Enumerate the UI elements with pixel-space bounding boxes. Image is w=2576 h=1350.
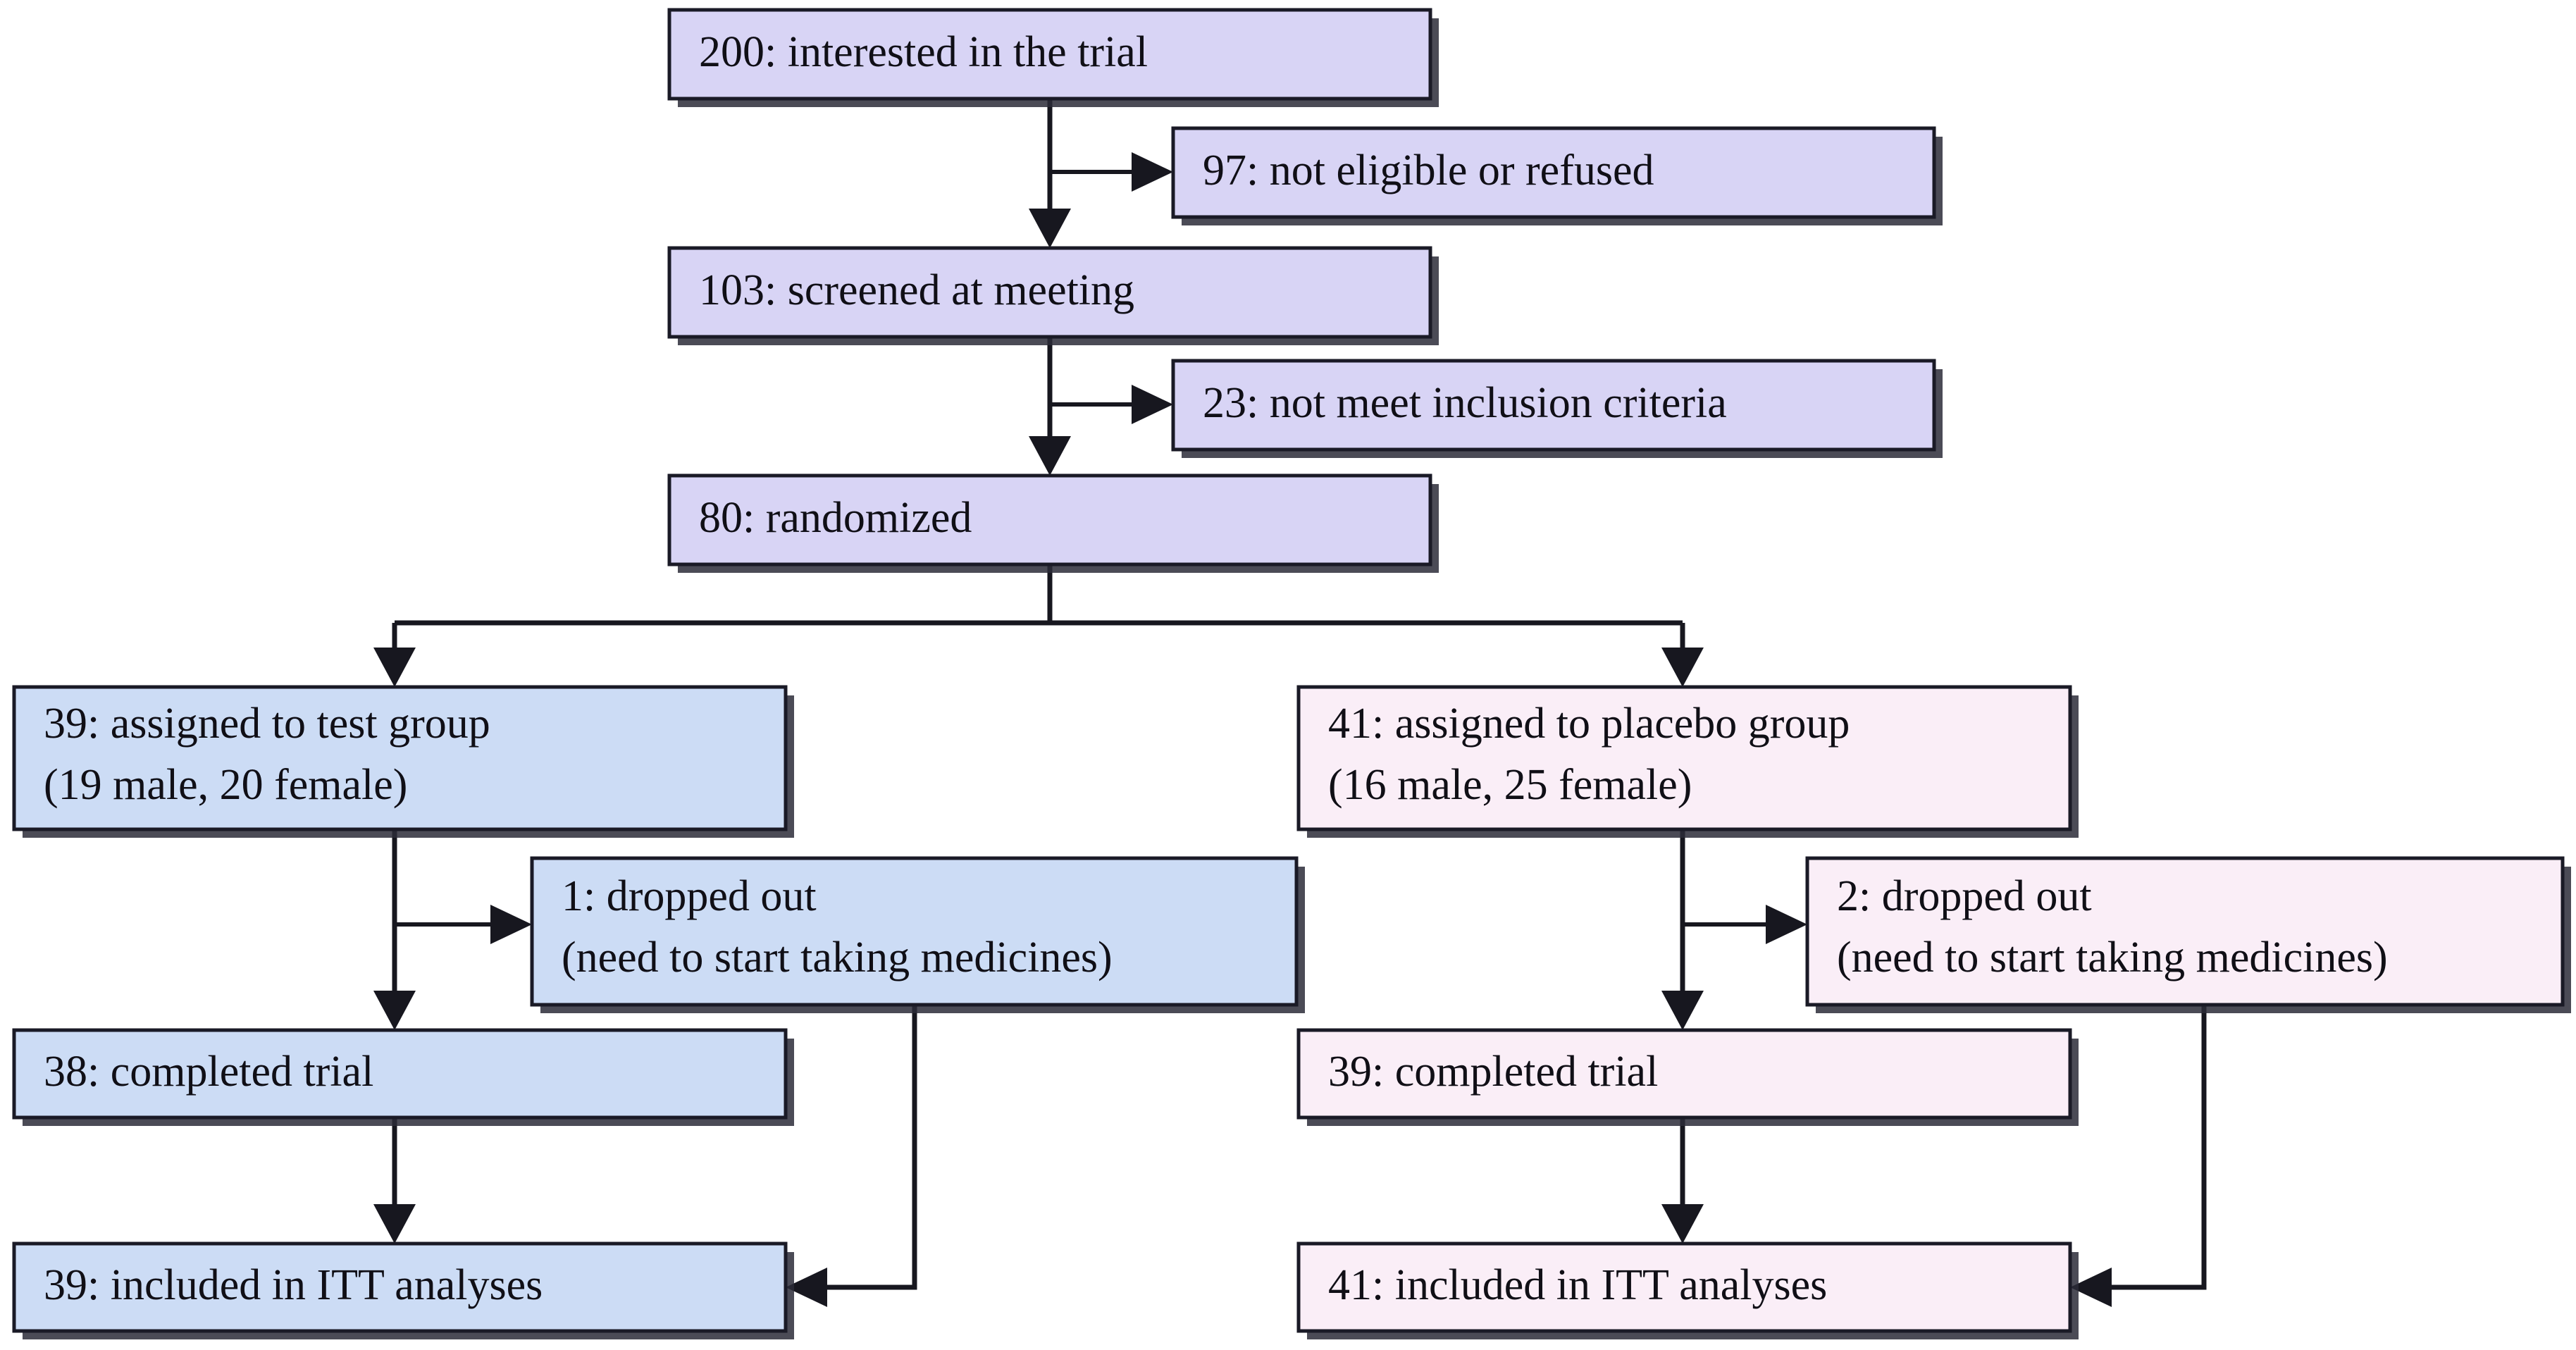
- node-label: 39: completed trial: [1328, 1048, 1658, 1096]
- node-placebo-included-in-itt[interactable]: 41: included in ITT analyses: [1296, 1241, 2079, 1339]
- node-label: 200: interested in the trial: [699, 28, 1148, 76]
- edge-interested-to-screened: [1029, 99, 1071, 248]
- edge-placebo-completed-to-itt: [1661, 1117, 1704, 1244]
- edge-placebo-to-completed: [1661, 829, 1704, 1030]
- node-box: [667, 8, 1432, 101]
- edge-test-completed-to-itt: [373, 1117, 416, 1244]
- node-label: 38: completed trial: [44, 1048, 373, 1096]
- node-not-meet-inclusion-criteria[interactable]: 23: not meet inclusion criteria: [1171, 359, 1943, 458]
- node-label-line-2: (16 male, 25 female): [1328, 761, 1692, 809]
- node-label: 23: not meet inclusion criteria: [1203, 379, 1727, 427]
- node-box: [1296, 685, 2072, 831]
- node-label: 39: included in ITT analyses: [44, 1261, 543, 1309]
- node-label: 97: not eligible or refused: [1203, 147, 1654, 194]
- node-test-completed-trial[interactable]: 38: completed trial: [12, 1028, 794, 1126]
- node-label: 41: included in ITT analyses: [1328, 1261, 1827, 1309]
- node-box: [1171, 126, 1936, 219]
- node-box: [667, 473, 1432, 566]
- node-label-line-1: 39: assigned to test group: [44, 700, 490, 748]
- node-placebo-dropped-out[interactable]: 2: dropped out (need to start taking med…: [1805, 856, 2571, 1013]
- node-test-included-in-itt[interactable]: 39: included in ITT analyses: [12, 1241, 794, 1339]
- node-box: [1171, 359, 1936, 452]
- edge-placebo-to-dropped: [1683, 905, 1807, 944]
- edge-interested-to-not-eligible: [1050, 152, 1173, 192]
- edge-test-to-completed: [373, 829, 416, 1030]
- edge-screened-to-randomized: [1029, 337, 1071, 476]
- node-label-line-1: 2: dropped out: [1837, 872, 2092, 920]
- node-label-line-2: (need to start taking medicines): [1837, 934, 2388, 981]
- edge-randomized-fork: [373, 564, 1704, 687]
- node-assigned-to-placebo-group[interactable]: 41: assigned to placebo group (16 male, …: [1296, 685, 2079, 838]
- connector-layer: [373, 99, 2207, 1307]
- node-not-eligible-or-refused[interactable]: 97: not eligible or refused: [1171, 126, 1943, 225]
- node-placebo-completed-trial[interactable]: 39: completed trial: [1296, 1028, 2079, 1126]
- node-box: [1296, 1241, 2072, 1333]
- node-test-dropped-out[interactable]: 1: dropped out (need to start taking med…: [530, 856, 1305, 1013]
- node-box: [667, 246, 1432, 339]
- node-box: [12, 1241, 788, 1333]
- node-label: 103: screened at meeting: [699, 266, 1134, 314]
- node-label-line-2: (19 male, 20 female): [44, 761, 407, 809]
- node-label-line-2: (need to start taking medicines): [562, 934, 1113, 981]
- node-box: [12, 685, 788, 831]
- node-box: [1296, 1028, 2072, 1120]
- node-label-line-1: 1: dropped out: [562, 872, 817, 920]
- edge-test-dropped-to-itt: [786, 1005, 917, 1307]
- edge-test-to-dropped: [395, 905, 532, 944]
- node-assigned-to-test-group[interactable]: 39: assigned to test group (19 male, 20 …: [12, 685, 794, 838]
- node-box: [1805, 856, 2565, 1007]
- node-label: 80: randomized: [699, 494, 972, 542]
- edge-placebo-dropped-to-itt: [2070, 1005, 2207, 1307]
- node-box: [530, 856, 1299, 1007]
- node-box: [12, 1028, 788, 1120]
- node-label-line-1: 41: assigned to placebo group: [1328, 700, 1850, 748]
- node-screened-at-meeting[interactable]: 103: screened at meeting: [667, 246, 1439, 345]
- edge-screened-to-not-meet-criteria: [1050, 385, 1173, 424]
- node-interested-in-trial[interactable]: 200: interested in the trial: [667, 8, 1439, 107]
- node-randomized[interactable]: 80: randomized: [667, 473, 1439, 573]
